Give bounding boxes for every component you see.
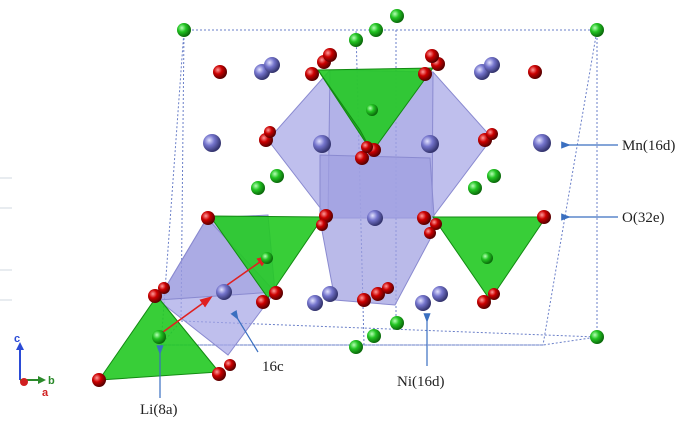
o-atom [424, 227, 436, 239]
axis-a-label: a [42, 387, 49, 399]
tetrahedra [98, 67, 547, 381]
o-atom [430, 218, 442, 230]
li-atom [177, 23, 191, 37]
hop-arrow [162, 296, 213, 333]
mn-atom [484, 57, 500, 73]
li-atom [481, 252, 493, 264]
li-atom [349, 33, 363, 47]
o-atom [316, 219, 328, 231]
o-atom [417, 211, 431, 225]
mn-atom [264, 57, 280, 73]
ni-atom [415, 295, 431, 311]
octahedron [319, 154, 436, 306]
li-label: Li(8a) [140, 402, 177, 418]
mn-atom [216, 284, 232, 300]
diffusion-path [162, 255, 270, 333]
mn-atom [533, 134, 551, 152]
mn-label: Mn(16d) [622, 138, 675, 154]
ni-atom [432, 286, 448, 302]
o-atom [92, 373, 106, 387]
o-atom [486, 128, 498, 140]
c16-pointer [230, 310, 259, 353]
o-atom [537, 210, 551, 224]
o-label: O(32e) [622, 210, 664, 226]
mn-atom [367, 210, 383, 226]
o-atom [361, 141, 373, 153]
axis-triad: c b a [14, 333, 55, 399]
li-atom [590, 23, 604, 37]
o-atom [213, 65, 227, 79]
axis-a-dot [20, 378, 28, 386]
o-atom [355, 151, 369, 165]
o-atom [357, 293, 371, 307]
li-atom [270, 169, 284, 183]
axis-c-label: c [14, 333, 20, 345]
o-atom [528, 65, 542, 79]
ni-atom [322, 286, 338, 302]
unit-cell-bottom-face [159, 320, 598, 346]
li-atom [366, 104, 378, 116]
o-atom [201, 211, 215, 225]
o-atom [488, 288, 500, 300]
annotation-pointers [156, 141, 618, 398]
tetrahedron-face [317, 69, 373, 153]
o-atom [418, 67, 432, 81]
unit-cell-edge [180, 29, 185, 322]
hop-arrow [219, 255, 270, 291]
o-atom [269, 286, 283, 300]
mn-atom [421, 135, 439, 153]
o-atom [158, 282, 170, 294]
axis-c-arrowhead [16, 342, 24, 350]
li-atom [390, 9, 404, 23]
li-atom [367, 329, 381, 343]
o-atom [371, 287, 385, 301]
o-atom [224, 359, 236, 371]
li-atom [487, 169, 501, 183]
axis-b-arrowhead [38, 376, 46, 384]
ni-atom [307, 295, 323, 311]
o-atom [425, 49, 439, 63]
background-stubs [0, 177, 12, 301]
o-atom [323, 48, 337, 62]
li-atom [152, 330, 166, 344]
axis-b-label: b [48, 375, 55, 387]
o-atom [264, 126, 276, 138]
li-atom [369, 23, 383, 37]
o-atom [148, 289, 162, 303]
octahedra [157, 69, 493, 356]
li-atom [261, 252, 273, 264]
mn-atom [313, 135, 331, 153]
li-atom [468, 181, 482, 195]
li-atom [390, 316, 404, 330]
o-atoms [92, 48, 551, 387]
li-atom [251, 181, 265, 195]
li-atom [349, 340, 363, 354]
o-atom [477, 295, 491, 309]
c16-label: 16c [262, 359, 284, 375]
o-atom [305, 67, 319, 81]
o-atom [256, 295, 270, 309]
o-atom [212, 367, 226, 381]
li-atoms [152, 9, 604, 354]
li-atom [590, 330, 604, 344]
mn-ni-atoms [203, 57, 551, 311]
o-atom [382, 282, 394, 294]
ni-label: Ni(16d) [397, 374, 445, 390]
mn-atom [203, 134, 221, 152]
